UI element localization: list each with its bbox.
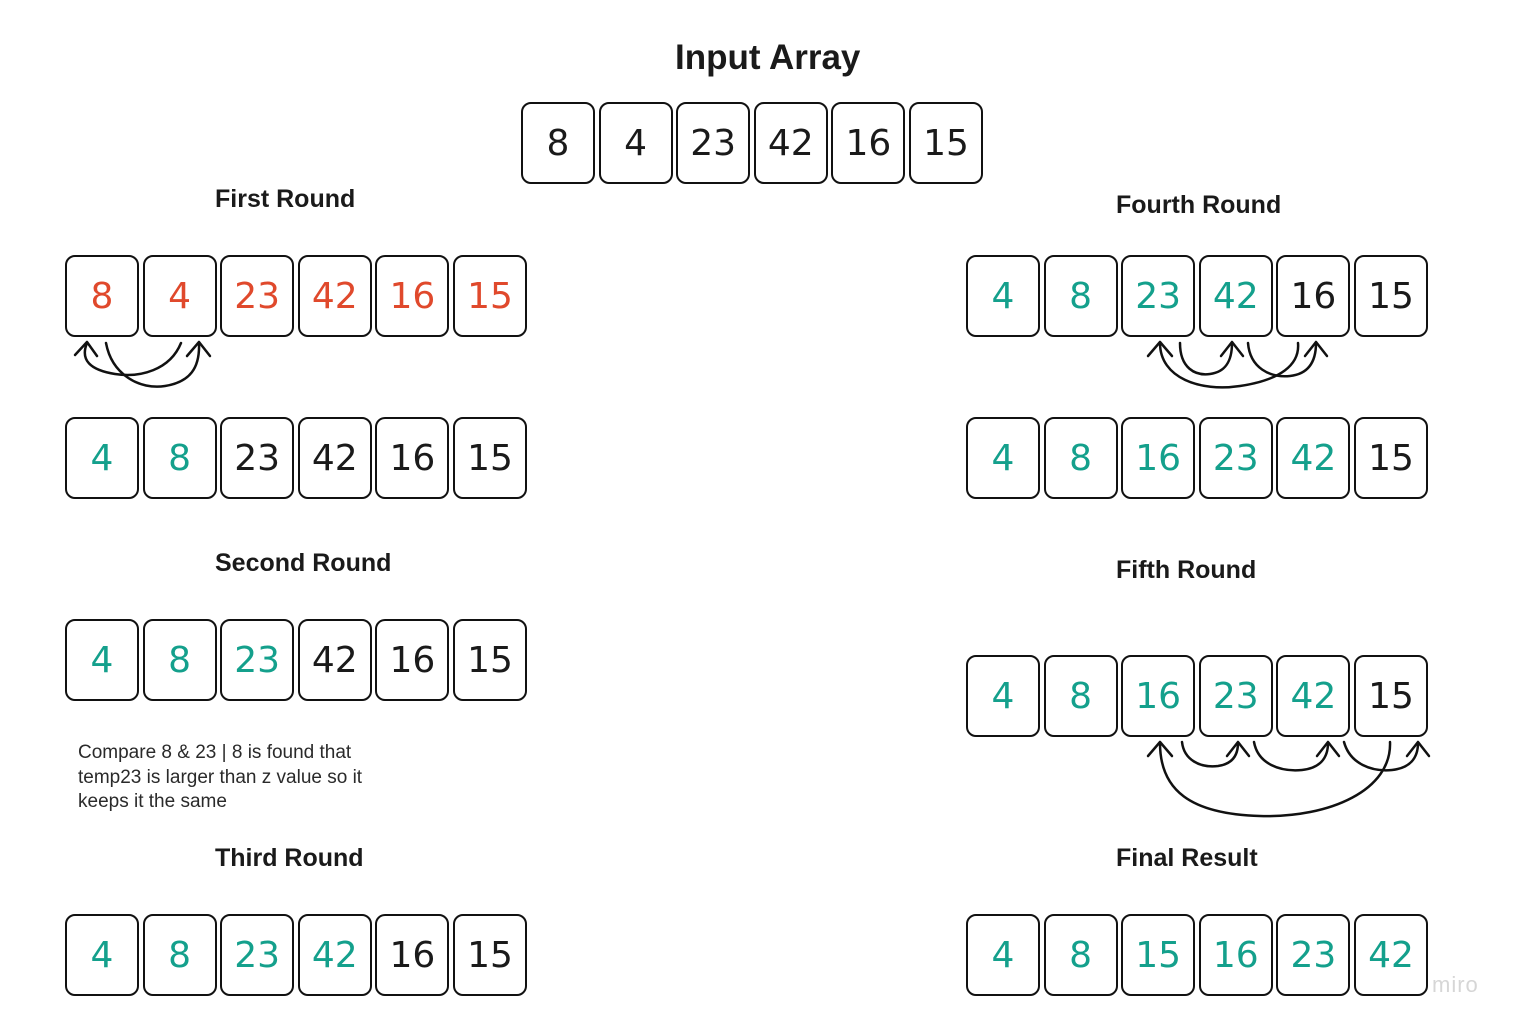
- array-cell: 15: [452, 417, 527, 499]
- fifth-round-title: Fifth Round: [1116, 556, 1257, 584]
- second-round-title: Second Round: [215, 549, 392, 577]
- array-cell: 8: [1043, 417, 1118, 499]
- array-cell: 15: [908, 102, 983, 184]
- array-cell: 23: [1276, 914, 1351, 996]
- array-cell: 16: [1276, 255, 1351, 337]
- arrowhead-15: [1405, 740, 1431, 758]
- array-cell: 8: [142, 619, 217, 701]
- array-cell: 8: [65, 255, 139, 337]
- array-cell: 16: [375, 255, 450, 337]
- fourth-round-title: Fourth Round: [1116, 191, 1282, 219]
- first-round-swap-arrows: [73, 340, 212, 388]
- array-cell: 8: [521, 102, 595, 184]
- swap-arrow-4-to-front: [83, 341, 183, 377]
- array-cell: 8: [142, 417, 217, 499]
- array-cell: 42: [1198, 255, 1273, 337]
- arrowhead-a: [1146, 340, 1174, 358]
- array-cell: 15: [452, 914, 527, 996]
- arrowhead-left: [73, 340, 99, 358]
- array-cell: 42: [753, 102, 828, 184]
- array-cell: 4: [65, 619, 139, 701]
- swap-arrow-16-to-23: [1180, 740, 1240, 768]
- second-round-note: Compare 8 & 23 | 8 is found that temp23 …: [78, 742, 363, 812]
- arrowhead-c: [1303, 340, 1329, 358]
- array-cell: 23: [1198, 655, 1273, 737]
- arrowhead-16: [1146, 740, 1174, 758]
- first-round-title: First Round: [215, 185, 356, 213]
- array-cell: 8: [1043, 655, 1118, 737]
- swap-arrow-b: [1178, 341, 1234, 376]
- array-cell: 15: [452, 255, 527, 337]
- array-cell: 23: [220, 417, 295, 499]
- swap-arrow-c: [1246, 341, 1318, 378]
- array-cell: 16: [1121, 417, 1196, 499]
- array-cell: 16: [375, 619, 450, 701]
- array-cell: 23: [1198, 417, 1273, 499]
- arrowhead-b: [1219, 340, 1245, 358]
- array-cell: 23: [220, 255, 295, 337]
- array-cell: 15: [1353, 417, 1428, 499]
- array-cell: 42: [297, 914, 372, 996]
- array-cell: 16: [1198, 914, 1273, 996]
- swap-arrow-23-to-42: [1252, 740, 1330, 772]
- arrowhead-23: [1225, 740, 1251, 758]
- array-cell: 4: [966, 655, 1040, 737]
- array-cell: 4: [966, 255, 1040, 337]
- arrowhead-42: [1315, 740, 1341, 758]
- array-cell: 42: [1276, 655, 1351, 737]
- array-cell: 8: [142, 914, 217, 996]
- miro-watermark: miro: [1432, 972, 1479, 997]
- array-cell: 15: [1121, 914, 1196, 996]
- array-cell: 8: [1043, 914, 1118, 996]
- array-cell: 16: [831, 102, 906, 184]
- swap-arrow-a: [1158, 341, 1300, 389]
- swap-arrow-42-to-15: [1342, 740, 1420, 772]
- array-cell: 8: [1043, 255, 1118, 337]
- array-cell: 23: [1121, 255, 1196, 337]
- array-cell: 4: [966, 914, 1040, 996]
- array-cell: 15: [1353, 255, 1428, 337]
- array-cell: 42: [1353, 914, 1428, 996]
- array-cell: 16: [375, 417, 450, 499]
- array-cell: 23: [676, 102, 751, 184]
- final-result-title: Final Result: [1116, 844, 1258, 872]
- third-round-title: Third Round: [215, 844, 364, 872]
- array-cell: 23: [220, 619, 295, 701]
- array-cell: 15: [452, 619, 527, 701]
- array-cell: 42: [297, 619, 372, 701]
- array-cell: 23: [220, 914, 295, 996]
- array-cell: 4: [142, 255, 217, 337]
- swap-arrow-15-to-16: [1158, 740, 1392, 818]
- fifth-round-swap-arrows: [1146, 740, 1431, 818]
- array-cell: 16: [1121, 655, 1196, 737]
- array-cell: 4: [65, 914, 139, 996]
- arrowhead-right: [185, 340, 212, 358]
- array-cell: 42: [297, 417, 372, 499]
- input-array-title: Input Array: [675, 38, 861, 77]
- array-cell: 4: [598, 102, 673, 184]
- array-cell: 42: [297, 255, 372, 337]
- array-cell: 4: [966, 417, 1040, 499]
- array-cell: 16: [375, 914, 450, 996]
- fourth-round-swap-arrows: [1146, 340, 1329, 389]
- array-cell: 4: [65, 417, 139, 499]
- array-cell: 15: [1353, 655, 1428, 737]
- array-cell: 42: [1276, 417, 1351, 499]
- swap-arrow-8-to-right: [104, 341, 201, 388]
